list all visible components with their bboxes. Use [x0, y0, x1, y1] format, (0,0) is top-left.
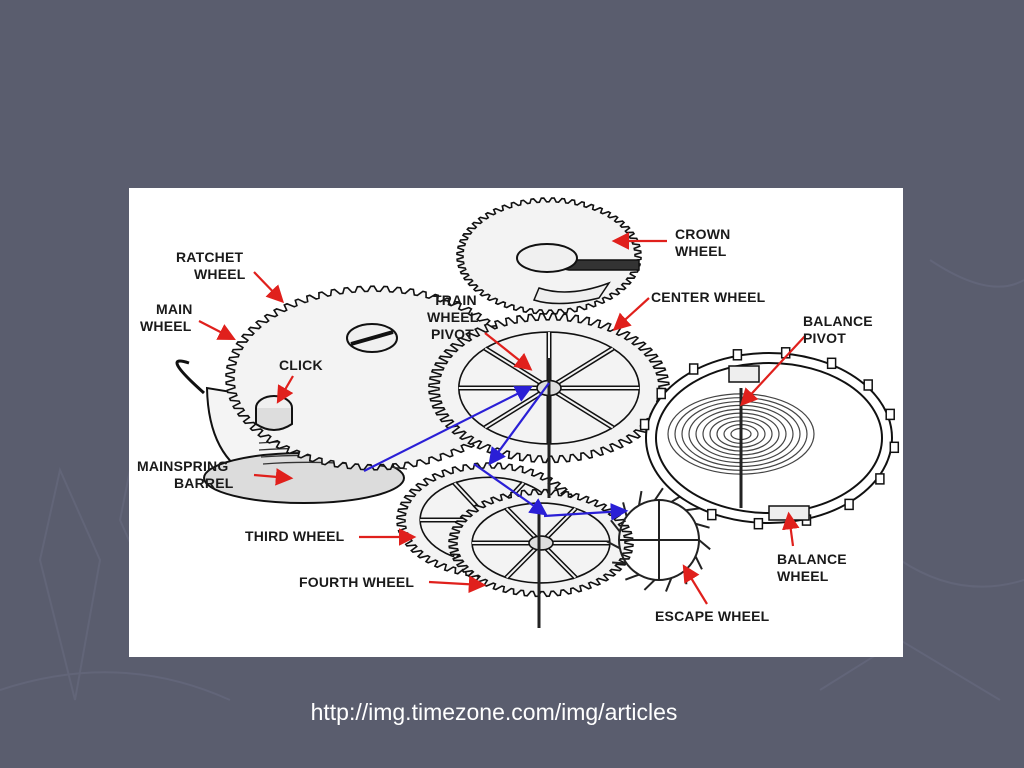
- label-mainspring-barrel-line1: MAINSPRING: [137, 458, 229, 474]
- label-balance-wheel: BALANCE WHEEL: [777, 551, 847, 585]
- label-train-wheel-pivot-line1: TRAIN: [433, 292, 477, 308]
- label-crown-wheel-line2: WHEEL: [675, 243, 727, 259]
- label-main-wheel-line2: WHEEL: [140, 318, 192, 334]
- label-ratchet-wheel: RATCHET WHEEL: [176, 249, 246, 283]
- label-balance-pivot: BALANCE PIVOT: [803, 313, 873, 347]
- label-balance-pivot-line2: PIVOT: [803, 330, 847, 346]
- label-main-wheel-line1: MAIN: [156, 301, 193, 317]
- label-ratchet-wheel-line2: WHEEL: [194, 266, 246, 282]
- watch-movement-diagram: RATCHET WHEEL MAIN WHEEL CLICK MAINSPRIN…: [129, 188, 903, 657]
- watch-movement-illustration: [175, 197, 900, 628]
- train-path-lines: [363, 382, 629, 521]
- label-balance-wheel-line1: BALANCE: [777, 551, 847, 567]
- label-click-line1: CLICK: [279, 357, 323, 373]
- label-train-wheel-pivot-line2: WHEEL: [427, 309, 479, 325]
- label-train-wheel-pivot-line3: PIVOT: [431, 326, 475, 342]
- label-mainspring-barrel-line2: BARREL: [174, 475, 234, 491]
- label-arrows: [198, 232, 806, 605]
- label-ratchet-wheel-line1: RATCHET: [176, 249, 244, 265]
- source-url[interactable]: http://img.timezone.com/img/articles: [310, 699, 678, 725]
- center-wheel: [428, 312, 670, 464]
- label-train-wheel-pivot: TRAIN WHEEL PIVOT: [425, 292, 479, 343]
- click-screw: [255, 243, 640, 431]
- label-main-wheel: MAIN WHEEL: [140, 301, 193, 335]
- arbors: [537, 358, 743, 628]
- ratchet-wheel: [225, 285, 523, 471]
- escape-wheel: [606, 487, 711, 592]
- label-center-wheel-line1: CENTER WHEEL: [651, 289, 766, 305]
- label-balance-wheel-line2: WHEEL: [777, 568, 829, 584]
- label-click: CLICK: [279, 357, 323, 374]
- fourth-wheel: [448, 488, 634, 598]
- label-third-wheel: THIRD WHEEL: [245, 528, 344, 545]
- label-mainspring-barrel: MAINSPRING BARREL: [137, 458, 234, 492]
- label-fourth-wheel-line1: FOURTH WHEEL: [299, 574, 415, 590]
- label-third-wheel-line1: THIRD WHEEL: [245, 528, 345, 544]
- label-escape-wheel: ESCAPE WHEEL: [655, 608, 769, 625]
- label-center-wheel: CENTER WHEEL: [651, 289, 765, 306]
- label-fourth-wheel: FOURTH WHEEL: [299, 574, 414, 591]
- label-escape-wheel-line1: ESCAPE WHEEL: [655, 608, 770, 624]
- label-crown-wheel: CROWN WHEEL: [675, 226, 730, 260]
- label-crown-wheel-line1: CROWN: [675, 226, 731, 242]
- label-balance-pivot-line1: BALANCE: [803, 313, 873, 329]
